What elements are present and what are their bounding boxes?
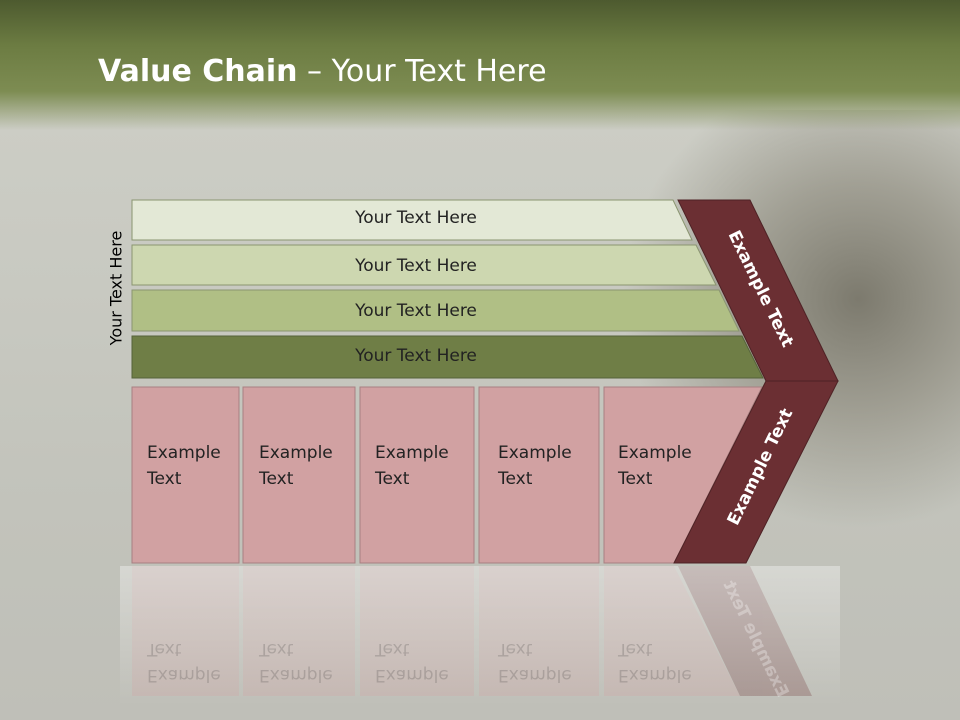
- box-3: [359, 386, 475, 564]
- title-rest: – Your Text Here: [297, 54, 547, 89]
- bar-1-label: Your Text Here: [355, 208, 477, 228]
- bar-4: [131, 335, 764, 379]
- header-band: [0, 0, 960, 130]
- box-4: [478, 386, 600, 564]
- bar-1: [131, 199, 693, 241]
- bar-3: [131, 289, 740, 332]
- page-title: Value Chain – Your Text Here: [98, 54, 547, 89]
- bar-2: [131, 244, 717, 286]
- chevron-lower: [673, 380, 839, 564]
- box-2: [242, 386, 356, 564]
- bar-2-label: Your Text Here: [355, 256, 477, 276]
- box-1: [131, 386, 240, 564]
- bar-4-label: Your Text Here: [355, 346, 477, 366]
- bar-3-label: Your Text Here: [355, 301, 477, 321]
- title-bold: Value Chain: [98, 54, 298, 89]
